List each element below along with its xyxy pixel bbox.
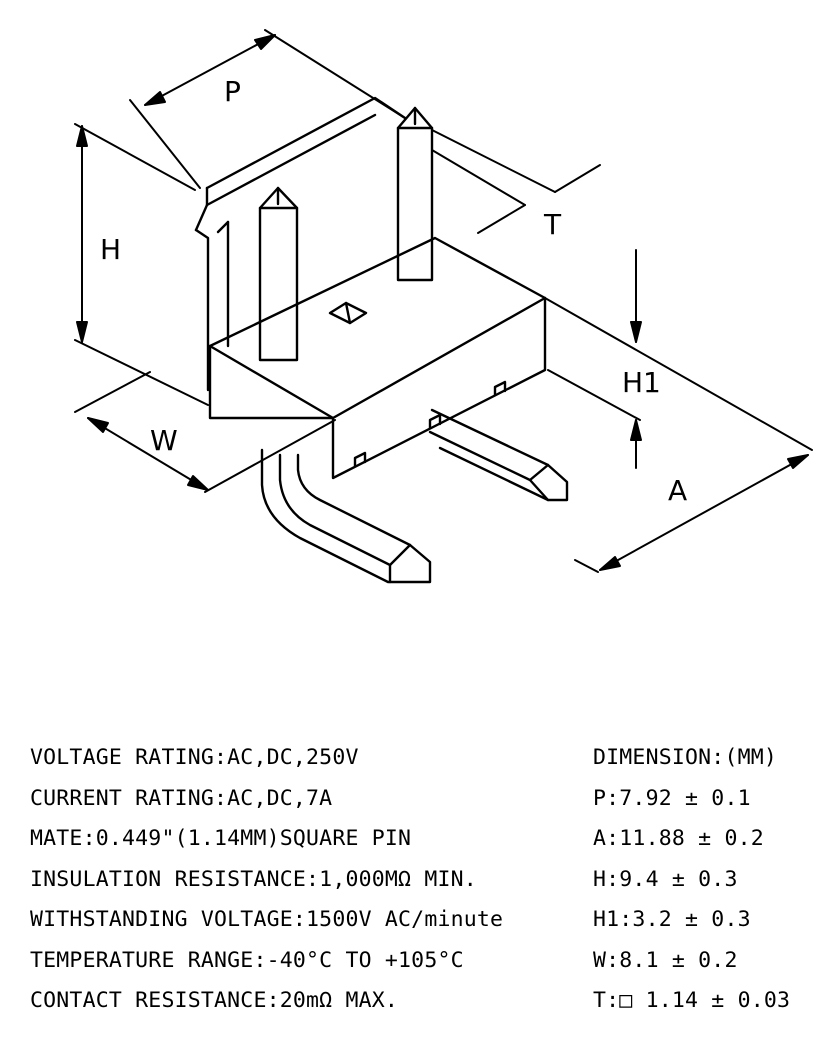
dimension-w — [74, 371, 336, 493]
connector-housing — [194, 96, 547, 480]
dimension-title: DIMENSION:(MM) — [593, 745, 778, 770]
dimension-p — [129, 29, 406, 189]
front-pin-post — [258, 186, 299, 362]
dimension-item-h: H:9.4 ± 0.3 — [593, 866, 738, 892]
dimension-t — [431, 129, 601, 234]
dimension-item-p: P:7.92 ± 0.1 — [593, 785, 751, 811]
label-h: H — [100, 233, 121, 266]
spec-mate: MATE:0.449"(1.14MM)SQUARE PIN — [30, 826, 412, 851]
spec-voltage-rating: VOLTAGE RATING:AC,DC,250V — [30, 745, 359, 770]
connector-isometric-drawing: P T H H1 W A — [74, 29, 813, 584]
label-h1: H1 — [622, 366, 661, 399]
spec-current-rating: CURRENT RATING:AC,DC,7A — [30, 785, 333, 811]
dimension-item-t: T:□ 1.14 ± 0.03 — [593, 988, 791, 1013]
label-p: P — [224, 75, 241, 108]
rear-pin-leg — [428, 408, 569, 502]
rear-pin-post — [396, 106, 434, 282]
spec-insulation-resistance: INSULATION RESISTANCE:1,000MΩ MIN. — [30, 866, 477, 892]
dimension-item-a: A:11.88 ± 0.2 — [593, 826, 764, 851]
spec-withstanding-voltage: WITHSTANDING VOLTAGE:1500V AC/minute — [30, 907, 504, 932]
dimension-list: DIMENSION:(MM) P:7.92 ± 0.1 A:11.88 ± 0.… — [593, 738, 823, 1022]
spec-contact-resistance: CONTACT RESISTANCE:20mΩ MAX. — [30, 988, 399, 1013]
dimension-a — [544, 297, 813, 573]
dimension-h — [74, 123, 209, 406]
label-t: T — [543, 208, 562, 241]
dimension-item-w: W:8.1 ± 0.2 — [593, 947, 738, 973]
label-w: W — [150, 424, 178, 457]
label-a: A — [668, 474, 687, 507]
front-pin-leg — [260, 448, 432, 584]
spec-list: VOLTAGE RATING:AC,DC,250V CURRENT RATING… — [30, 738, 590, 1022]
dimension-item-h1: H1:3.2 ± 0.3 — [593, 907, 751, 932]
dimension-h1 — [547, 249, 642, 469]
spec-temperature-range: TEMPERATURE RANGE:-40°C TO +105°C — [30, 947, 464, 973]
